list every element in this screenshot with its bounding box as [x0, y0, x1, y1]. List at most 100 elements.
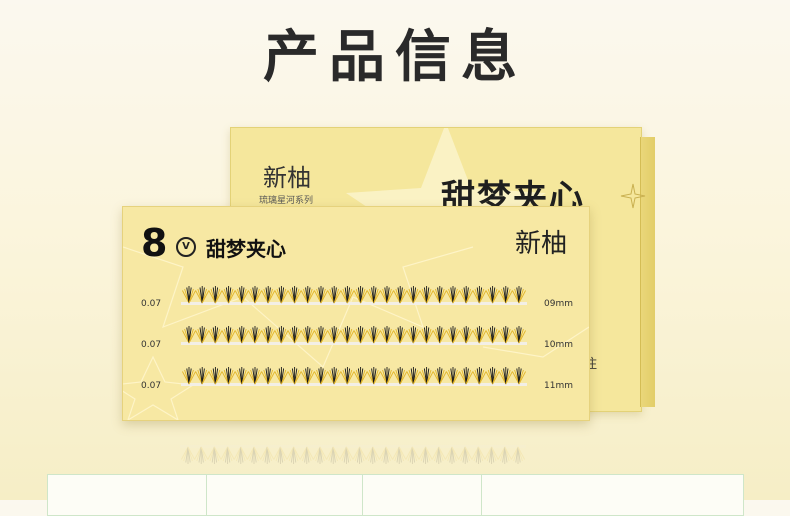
row-2-length: 10mm — [544, 340, 573, 350]
lash-cluster — [353, 326, 368, 344]
lash-strip-row-1 — [181, 286, 527, 305]
lash-cluster — [471, 446, 486, 464]
lash-cluster — [432, 367, 447, 385]
lash-cluster — [498, 326, 513, 344]
box-side-panel — [640, 137, 655, 407]
lash-cluster — [366, 367, 381, 385]
lash-cluster — [327, 326, 342, 344]
lash-cluster — [314, 367, 328, 385]
lash-cluster — [314, 286, 328, 304]
lash-cluster — [498, 286, 513, 304]
lash-card: 8 V 甜梦夹心 新柚 0.07 0.07 0.07 09mm 10mm 11m… — [122, 206, 590, 421]
box-series-label: 琉璃星河系列 — [259, 196, 314, 206]
lash-cluster — [352, 446, 367, 464]
lash-cluster — [459, 367, 474, 385]
lash-cluster — [261, 326, 276, 344]
lash-cluster — [379, 446, 393, 464]
info-table — [47, 474, 744, 516]
lash-cluster — [195, 367, 210, 385]
sparkle-icon — [620, 183, 646, 209]
lash-cluster — [393, 286, 408, 304]
lash-cluster — [182, 326, 196, 344]
lash-cluster — [340, 286, 355, 304]
lash-cluster — [432, 286, 447, 304]
lash-cluster — [472, 367, 487, 385]
lash-cluster — [208, 367, 223, 385]
lash-cluster — [327, 286, 342, 304]
lash-cluster — [392, 446, 407, 464]
lash-cluster — [393, 326, 408, 344]
lash-cluster — [406, 286, 421, 304]
lash-cluster — [248, 367, 262, 385]
lash-cluster — [300, 286, 315, 304]
lash-cluster — [287, 286, 302, 304]
card-reflection — [122, 421, 588, 473]
lash-cluster — [445, 446, 459, 464]
lash-cluster — [234, 286, 249, 304]
lash-cluster — [248, 326, 262, 344]
lash-cluster — [195, 326, 210, 344]
lash-cluster — [366, 286, 381, 304]
lash-cluster — [339, 446, 354, 464]
lash-band — [180, 445, 526, 448]
lash-cluster — [195, 286, 210, 304]
info-cell-3 — [363, 475, 482, 515]
lash-cluster — [419, 286, 434, 304]
lash-cluster — [512, 326, 526, 344]
lash-cluster — [181, 446, 195, 464]
lash-cluster — [366, 326, 381, 344]
lash-cluster — [274, 326, 289, 344]
lash-cluster — [380, 326, 394, 344]
lash-cluster — [406, 326, 421, 344]
reflection-lashes — [180, 445, 526, 464]
lash-strip-row-3 — [181, 367, 527, 386]
row-3-thickness: 0.07 — [141, 381, 162, 391]
lash-cluster — [446, 367, 460, 385]
lash-cluster — [459, 326, 474, 344]
lash-cluster — [274, 367, 289, 385]
lash-cluster — [419, 367, 434, 385]
card-brand-logo: 新柚 — [515, 229, 568, 259]
lash-cluster — [472, 286, 487, 304]
lash-number: 8 — [141, 221, 168, 265]
lash-cluster — [459, 286, 474, 304]
lash-cluster — [300, 367, 315, 385]
lash-cluster — [419, 326, 434, 344]
lash-cluster — [405, 446, 420, 464]
lash-cluster — [327, 367, 342, 385]
lash-cluster — [182, 286, 196, 304]
lash-cluster — [458, 446, 473, 464]
lash-cluster — [287, 326, 302, 344]
lash-cluster — [233, 446, 248, 464]
lash-cluster — [406, 367, 421, 385]
lash-cluster — [512, 286, 526, 304]
lash-cluster — [261, 286, 276, 304]
lash-cluster — [234, 326, 249, 344]
lash-cluster — [221, 326, 236, 344]
lash-cluster — [365, 446, 380, 464]
lash-cluster — [300, 326, 315, 344]
lash-cluster — [353, 367, 368, 385]
lash-cluster — [353, 286, 368, 304]
lash-cluster — [485, 326, 500, 344]
row-1-thickness: 0.07 — [141, 299, 162, 309]
lash-cluster — [446, 286, 460, 304]
lash-cluster — [340, 367, 355, 385]
lash-cluster — [431, 446, 446, 464]
lash-cluster — [326, 446, 341, 464]
v-badge-icon: V — [176, 237, 196, 257]
lash-cluster — [432, 326, 447, 344]
row-3-length: 11mm — [544, 381, 573, 391]
lash-cluster — [484, 446, 499, 464]
row-2-thickness: 0.07 — [141, 340, 162, 350]
lash-cluster — [418, 446, 433, 464]
lash-strip-row-2 — [181, 326, 527, 345]
lash-cluster — [220, 446, 235, 464]
lash-cluster — [393, 367, 408, 385]
lash-cluster — [260, 446, 275, 464]
info-cell-4 — [482, 475, 743, 515]
lash-cluster — [380, 286, 394, 304]
lash-cluster — [380, 367, 394, 385]
lash-cluster — [274, 286, 289, 304]
lash-band — [181, 383, 527, 386]
